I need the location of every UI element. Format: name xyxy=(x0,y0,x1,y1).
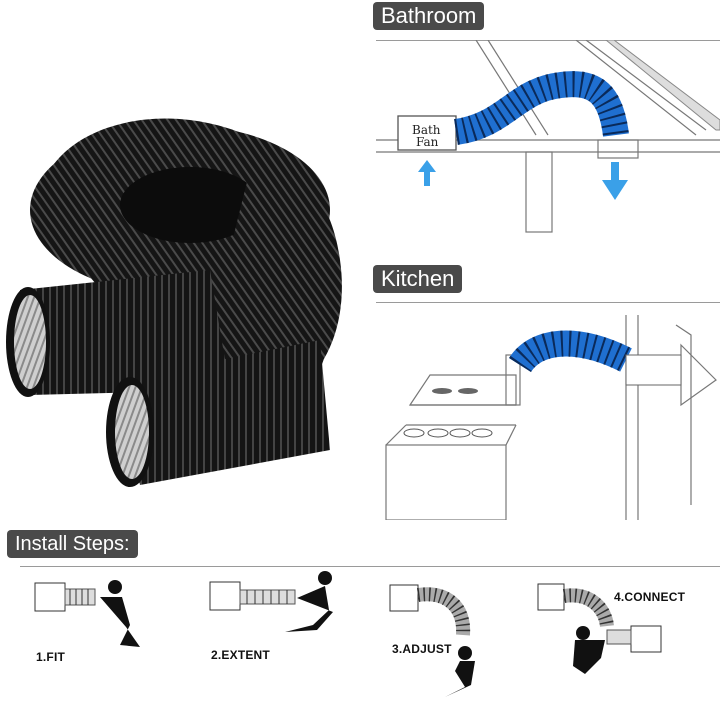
step-3-illustration xyxy=(389,584,475,697)
install-steps-tag: Install Steps: xyxy=(7,530,138,558)
step-4-label: 4.CONNECT xyxy=(614,590,686,604)
step-1-label: 1.FIT xyxy=(36,650,66,664)
bath-fan-label-line2: Fan xyxy=(416,135,439,149)
duct-hose-photo xyxy=(6,118,342,487)
bath-fan-label-line1: Bath xyxy=(412,123,441,137)
kitchen-divider xyxy=(376,302,720,303)
bathroom-diagram: Bath Fan xyxy=(376,40,720,233)
intake-arrow-icon xyxy=(418,160,436,186)
kitchen-diagram xyxy=(385,315,717,520)
hood-fan-icon xyxy=(432,388,478,394)
step-2-illustration xyxy=(209,571,333,632)
step-4-illustration xyxy=(537,583,662,674)
bathroom-duct xyxy=(453,71,629,145)
step-3-label: 3.ADJUST xyxy=(392,642,452,656)
bath-fan-box xyxy=(397,115,457,151)
bathroom-tag: Bathroom xyxy=(373,2,485,30)
install-divider xyxy=(20,566,720,567)
step-1-illustration xyxy=(34,580,140,647)
step-2-label: 2.EXTENT xyxy=(211,648,270,662)
bathroom-divider xyxy=(376,40,720,41)
kitchen-tag: Kitchen xyxy=(373,265,463,293)
exhaust-arrow-icon xyxy=(602,162,628,200)
